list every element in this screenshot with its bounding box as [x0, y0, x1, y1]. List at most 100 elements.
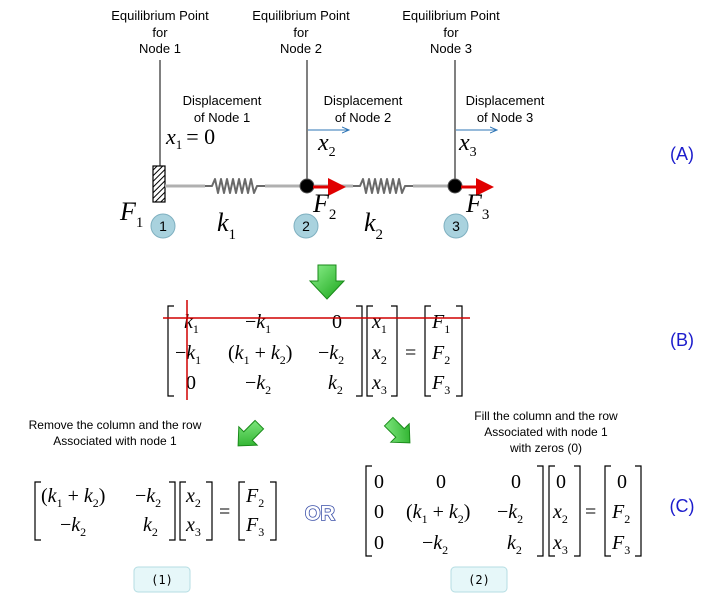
svg-text:Equilibrium Point: Equilibrium Point — [252, 8, 350, 23]
svg-text:(k1 + k2): (k1 + k2) — [228, 342, 292, 367]
x1-equals-zero: x1= 0 — [165, 124, 215, 152]
k2-label: k2 — [364, 208, 383, 243]
svg-text:k2: k2 — [328, 372, 343, 397]
svg-text:of Node 3: of Node 3 — [477, 110, 533, 125]
svg-text:x2: x2 — [371, 342, 387, 367]
svg-text:−k1: −k1 — [175, 342, 201, 367]
equilibrium-label-node1: Equilibrium Point for Node 1 — [111, 8, 209, 56]
section-label-C: (C) — [670, 496, 695, 516]
F1-label: F1 — [119, 197, 143, 231]
equilibrium-label-node2: Equilibrium Point for Node 2 — [252, 8, 350, 56]
svg-text:for: for — [152, 25, 168, 40]
full-stiffness-equation: k1 −k1 0 −k1 (k1 + k2) −k2 0 −k2 k2 x1 x… — [167, 305, 463, 397]
zero-filled-equation: 0 0 0 0 (k1 + k2) −k2 0 −k2 k2 0 x2 x3 =… — [365, 465, 642, 557]
svg-text:(k1 + k2): (k1 + k2) — [41, 485, 105, 510]
svg-text:=: = — [219, 501, 230, 523]
svg-text:F3: F3 — [431, 372, 450, 397]
svg-text:−k2: −k2 — [135, 485, 161, 510]
svg-text:for: for — [293, 25, 309, 40]
svg-text:k2: k2 — [143, 514, 158, 539]
svg-text:F2: F2 — [245, 485, 264, 510]
svg-text:0: 0 — [186, 372, 196, 394]
svg-text:Associated with node 1: Associated with node 1 — [484, 425, 608, 439]
remove-instruction: Remove the column and the row Associated… — [29, 418, 202, 448]
spring-k2 — [353, 178, 413, 194]
svg-text:−k1: −k1 — [245, 311, 271, 336]
svg-text:x2: x2 — [552, 501, 568, 526]
svg-text:3: 3 — [452, 218, 460, 234]
spring-k1 — [205, 178, 265, 194]
svg-text:x3: x3 — [185, 514, 201, 539]
svg-text:x3: x3 — [371, 372, 387, 397]
fill-instruction: Fill the column and the row Associated w… — [474, 409, 618, 455]
equilibrium-label-node3: Equilibrium Point for Node 3 — [402, 8, 500, 56]
svg-text:0: 0 — [556, 471, 566, 493]
green-arrow-right-icon — [383, 416, 411, 444]
svg-text:Node 3: Node 3 — [430, 41, 472, 56]
svg-text:0: 0 — [436, 471, 446, 493]
F3-label: F3 — [465, 189, 489, 223]
svg-text:x3: x3 — [552, 532, 568, 557]
svg-text:x2: x2 — [185, 485, 201, 510]
svg-text:Node 1: Node 1 — [139, 41, 181, 56]
svg-text:−k2: −k2 — [318, 342, 344, 367]
svg-text:F3: F3 — [611, 532, 630, 557]
svg-text:for: for — [443, 25, 459, 40]
svg-text:0: 0 — [617, 471, 627, 493]
svg-text:F2: F2 — [611, 501, 630, 526]
svg-text:k1: k1 — [184, 311, 199, 336]
svg-text:−k2: −k2 — [497, 501, 523, 526]
node-circle-1: 1 — [150, 213, 176, 239]
svg-text:Fill the column and the row: Fill the column and the row — [474, 409, 618, 423]
svg-text:−k2: −k2 — [422, 532, 448, 557]
node-circle-2: 2 — [293, 213, 319, 239]
mass-node2 — [299, 178, 315, 194]
svg-text:Associated with node 1: Associated with node 1 — [53, 434, 177, 448]
svg-text:Equilibrium Point: Equilibrium Point — [402, 8, 500, 23]
svg-text:(1): (1) — [151, 573, 173, 587]
svg-text:with zeros (0): with zeros (0) — [509, 441, 582, 455]
svg-text:Equilibrium Point: Equilibrium Point — [111, 8, 209, 23]
fixed-wall — [152, 165, 166, 203]
svg-text:Remove the column and the row: Remove the column and the row — [29, 418, 202, 432]
svg-text:Node 2: Node 2 — [280, 41, 322, 56]
svg-text:2: 2 — [302, 218, 310, 234]
section-label-A: (A) — [670, 144, 694, 164]
or-label: OR — [305, 503, 336, 525]
x3-label: x3 — [458, 130, 477, 160]
svg-text:of Node 2: of Node 2 — [335, 110, 391, 125]
green-down-arrow-icon — [308, 264, 346, 300]
svg-text:Displacement: Displacement — [466, 93, 545, 108]
svg-text:of Node 1: of Node 1 — [194, 110, 250, 125]
reduced-equation: (k1 + k2) −k2 −k2 k2 x2 x3 = F2 F3 — [34, 481, 277, 541]
svg-text:Displacement: Displacement — [183, 93, 262, 108]
x2-label: x2 — [317, 130, 336, 160]
svg-text:−k2: −k2 — [60, 514, 86, 539]
svg-text:(k1 + k2): (k1 + k2) — [406, 501, 470, 526]
svg-text:F3: F3 — [245, 514, 264, 539]
svg-text:0: 0 — [374, 501, 384, 523]
svg-text:0: 0 — [332, 311, 342, 333]
displacement-label-node1: Displacement of Node 1 — [183, 93, 262, 125]
svg-text:F2: F2 — [431, 342, 450, 367]
mass-node3 — [447, 178, 463, 194]
svg-text:0: 0 — [511, 471, 521, 493]
F2-label: F2 — [312, 189, 336, 223]
svg-text:=: = — [585, 501, 596, 523]
node-circle-3: 3 — [443, 213, 469, 239]
svg-text:x1: x1 — [371, 311, 387, 336]
displacement-label-node2: Displacement of Node 2 — [324, 93, 403, 125]
svg-text:=: = — [405, 342, 416, 364]
section-label-B: (B) — [670, 330, 694, 350]
displacement-label-node3: Displacement of Node 3 — [466, 93, 545, 125]
svg-text:−k2: −k2 — [245, 372, 271, 397]
option-1-box: (1) — [133, 566, 191, 593]
green-arrow-left-icon — [237, 419, 265, 447]
svg-text:Displacement: Displacement — [324, 93, 403, 108]
svg-text:0: 0 — [374, 532, 384, 554]
k1-label: k1 — [217, 208, 236, 243]
svg-text:1: 1 — [159, 218, 167, 234]
svg-text:0: 0 — [374, 471, 384, 493]
svg-text:(2): (2) — [468, 573, 490, 587]
